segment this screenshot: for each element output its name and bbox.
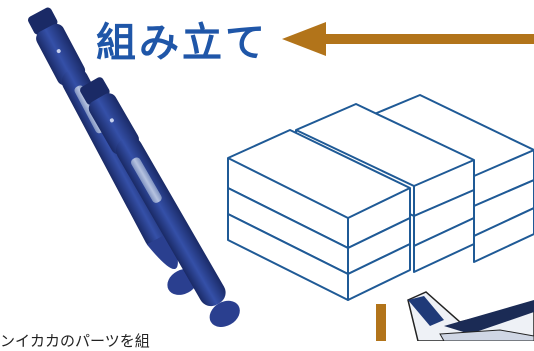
arrow-left-icon <box>282 22 534 56</box>
airplane-icon <box>407 291 534 341</box>
stacked-boxes-icon <box>227 94 534 301</box>
arrow-down-icon <box>376 304 386 341</box>
page-title: 組み立て <box>96 20 268 66</box>
assembly-illustration <box>27 7 534 341</box>
pen-injector-icon <box>80 77 240 328</box>
